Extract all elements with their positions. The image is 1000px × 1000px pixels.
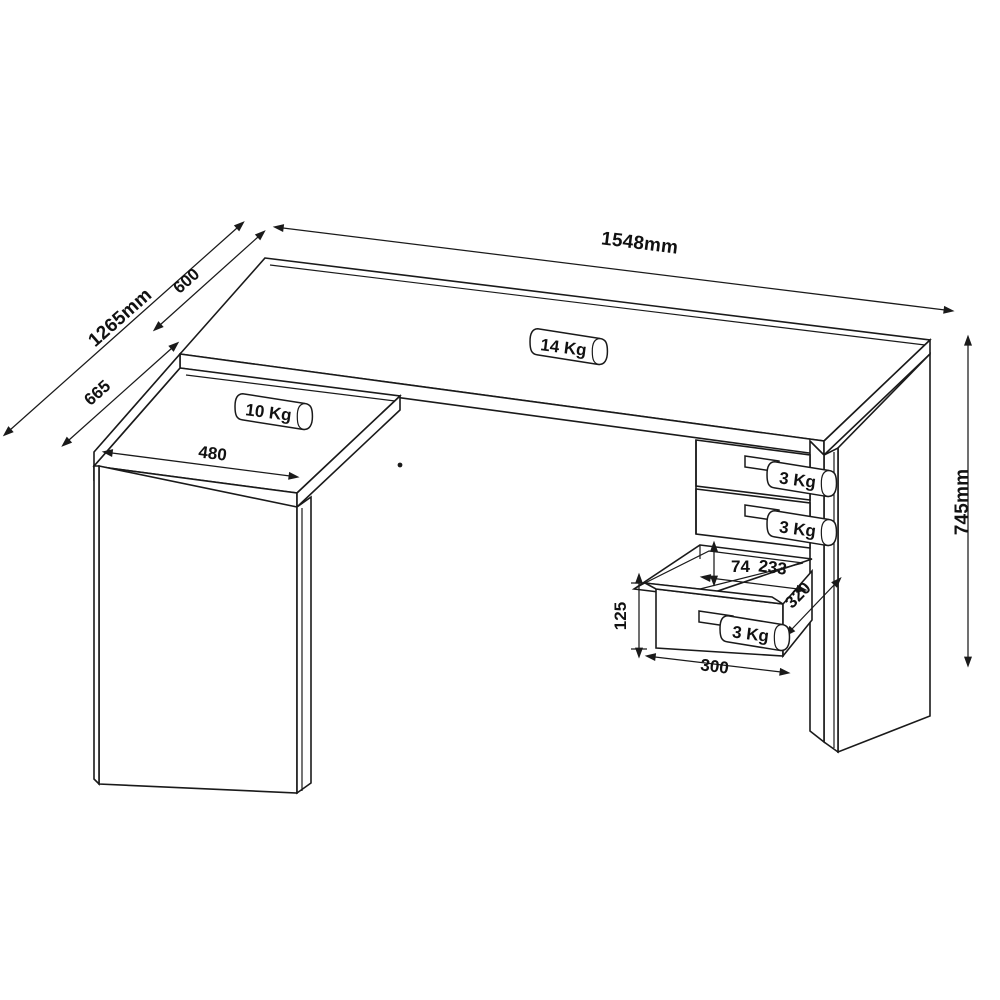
- dim-drawer-front-height-125: 125: [611, 572, 647, 659]
- dim-745-label: 745mm: [952, 469, 973, 536]
- dim-480-line: [101, 449, 300, 480]
- dim-drawer-front-width-300: 300: [644, 653, 791, 678]
- dim-233-label: 233: [757, 556, 788, 578]
- dim-drawer-inner-height-74: 74: [710, 540, 750, 587]
- dim-233-line: [699, 574, 808, 593]
- load-tag-drawer-top-label: 3 Kg: [778, 468, 817, 491]
- load-tag-drawer-bottom-endcap: [773, 623, 783, 652]
- load-tag-drawer-middle: 3 Kg: [766, 509, 838, 547]
- load-tag-return-top: 10 Kg: [234, 392, 314, 431]
- dim-74-label: 74: [731, 557, 750, 576]
- load-tag-drawer-middle-endcap: [820, 518, 830, 547]
- load-tag-main-top: 14 Kg: [529, 327, 609, 366]
- return-top-right-edge: [296, 394, 401, 509]
- dim-600-line: [152, 230, 266, 332]
- dim-overall-width-line: [272, 224, 955, 314]
- dim-480-label: 480: [197, 442, 228, 464]
- dim-drawer-inner-width-233: 233: [699, 556, 808, 593]
- dim-return-width-480: 480: [101, 442, 300, 480]
- drawer-cabinet: [695, 439, 825, 744]
- left-panel-thickness: [93, 465, 100, 786]
- dim-overall-depth-label: 1265mm: [84, 284, 156, 351]
- left-panel-right-thickness: [296, 495, 312, 795]
- dim-125-label: 125: [611, 602, 630, 630]
- dim-665-line: [61, 341, 180, 447]
- construction-detail-dot: [397, 462, 403, 468]
- dim-320-line: [784, 577, 842, 637]
- load-tag-drawer-bottom: 3 Kg: [719, 614, 791, 652]
- load-tag-drawer-top: 3 Kg: [766, 460, 838, 498]
- load-tag-drawer-middle-label: 3 Kg: [778, 517, 817, 540]
- dim-overall-width-label: 1548mm: [600, 228, 679, 258]
- dim-600-label: 600: [169, 264, 203, 297]
- left-end-panel: [93, 465, 312, 795]
- load-tag-main-top-endcap: [591, 337, 601, 366]
- left-panel-outer-face: [98, 465, 298, 794]
- load-tag-drawer-bottom-label: 3 Kg: [731, 622, 770, 645]
- dim-300-line: [644, 653, 791, 676]
- load-tag-return-top-endcap: [296, 402, 306, 431]
- dim-overall-height: 745mm: [952, 334, 973, 668]
- dim-300-label: 300: [699, 655, 730, 677]
- load-tag-drawer-top-endcap: [820, 469, 830, 498]
